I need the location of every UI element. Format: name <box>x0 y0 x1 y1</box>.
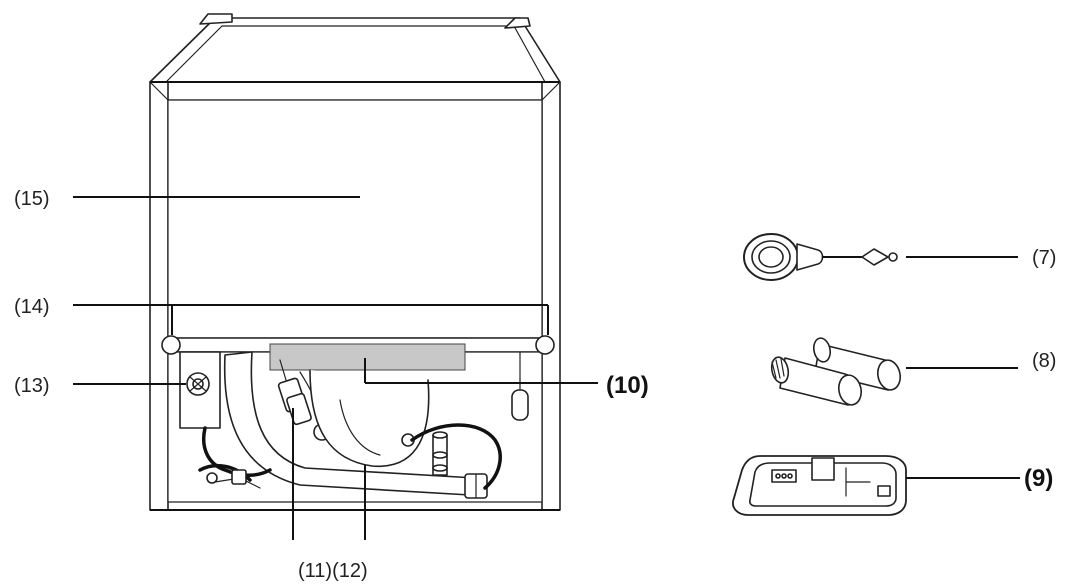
label-11-12: (11)(12) <box>298 560 368 582</box>
callout-8: (8) <box>906 350 1056 372</box>
label-15: (15) <box>14 188 50 210</box>
callout-13: (13) <box>14 375 186 397</box>
rear-panel <box>167 99 543 339</box>
callout-10: (10) <box>364 358 649 399</box>
pump-housing <box>309 369 430 467</box>
wiring-bundle <box>198 426 272 489</box>
label-14: (14) <box>14 296 50 318</box>
top-hinge-right <box>504 17 531 29</box>
water-valve-box <box>179 351 221 429</box>
callout-11-12: (11)(12) <box>292 408 368 582</box>
label-13: (13) <box>14 375 50 397</box>
right-side-rail <box>541 81 561 511</box>
power-cable <box>410 423 502 490</box>
label-8: (8) <box>1032 350 1056 372</box>
label-9: (9) <box>1024 465 1053 492</box>
accessory-9-tray <box>732 455 907 516</box>
left-side-rail <box>149 81 169 511</box>
corner-screw-right <box>535 335 555 355</box>
label-10: (10) <box>606 372 649 399</box>
callout-9: (9) <box>906 465 1053 492</box>
corner-screw-left <box>161 335 181 355</box>
top-panel <box>149 17 561 83</box>
accessory-8-cylinders <box>770 337 902 406</box>
label-7: (7) <box>1032 247 1056 269</box>
appliance-body <box>149 13 561 511</box>
callout-14: (14) <box>14 296 549 335</box>
callout-15: (15) <box>14 188 360 210</box>
callout-7: (7) <box>906 247 1056 269</box>
rating-plate <box>269 343 466 371</box>
accessory-7-key-tool <box>743 233 898 281</box>
top-hinge-left <box>199 13 233 25</box>
